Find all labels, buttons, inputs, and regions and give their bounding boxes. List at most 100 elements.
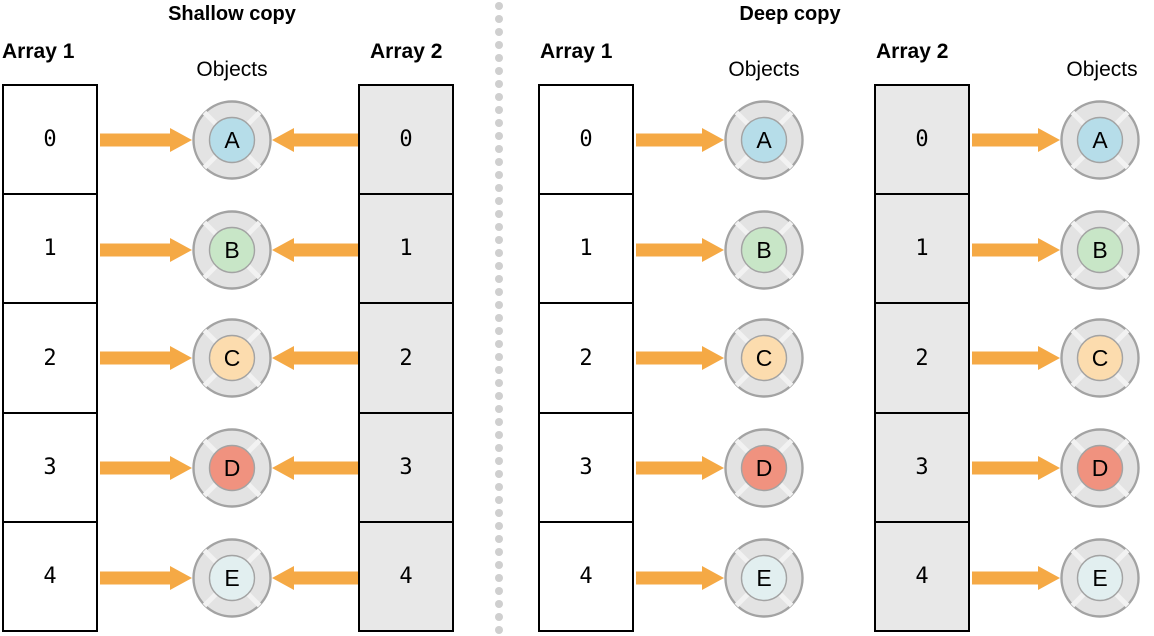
- shallow-array2-cell-1[interactable]: 1: [360, 195, 452, 305]
- shallow-object-c: C: [192, 318, 272, 398]
- deep-array1-to-object-arrow-0: [636, 120, 724, 160]
- deep-left-object-e: E: [724, 538, 804, 618]
- shallow-array1-cell-0[interactable]: 0: [4, 86, 96, 196]
- shallow-array1-to-object-arrow-0: [100, 120, 192, 160]
- shallow-array1-label: Array 1: [2, 40, 75, 63]
- shallow-array1-cell-3[interactable]: 3: [4, 414, 96, 523]
- divider-dot: [495, 41, 503, 49]
- divider-dot: [495, 392, 503, 400]
- divider-dot: [495, 457, 503, 465]
- deep-array2-to-object-arrow-2: [972, 338, 1060, 378]
- deep-left-object-b: B: [724, 210, 804, 290]
- divider-dot: [495, 67, 503, 75]
- divider-dot: [495, 574, 503, 582]
- shallow-objects-label: Objects: [196, 58, 268, 81]
- shallow-array2-to-object-arrow-0: [272, 120, 358, 160]
- shallow-array2-to-object-arrow-2: [272, 338, 358, 378]
- deep-copy-title: Deep copy: [739, 3, 841, 25]
- deep-array1-label: Array 1: [540, 40, 613, 63]
- deep-array1-cell-0[interactable]: 0: [540, 86, 632, 196]
- deep-array1-cell-3[interactable]: 3: [540, 414, 632, 523]
- deep-array2-cell-4[interactable]: 4: [915, 563, 929, 589]
- divider-dot: [495, 431, 503, 439]
- deep-array2-cell-0[interactable]: 0: [876, 86, 968, 196]
- deep-array2-cell-3[interactable]: 3: [876, 414, 968, 523]
- divider-dot: [495, 444, 503, 452]
- divider-dot: [495, 2, 503, 10]
- deep-right-object-c: C: [1060, 318, 1140, 398]
- divider-dot: [495, 522, 503, 530]
- deep-left-object-c: C: [724, 318, 804, 398]
- divider-dot: [495, 600, 503, 608]
- divider-dot: [495, 171, 503, 179]
- shallow-object-d: D: [192, 428, 272, 508]
- divider-dot: [495, 353, 503, 361]
- divider-dot: [495, 93, 503, 101]
- divider-dot: [495, 327, 503, 335]
- deep-array1-cell-1[interactable]: 1: [540, 195, 632, 305]
- divider-dot: [495, 184, 503, 192]
- shallow-array1-cell-1[interactable]: 1: [4, 195, 96, 305]
- divider-dot: [495, 275, 503, 283]
- divider-dot: [495, 80, 503, 88]
- divider-dot: [495, 288, 503, 296]
- divider-dot: [495, 119, 503, 127]
- divider-dot: [495, 587, 503, 595]
- divider-dot: [495, 496, 503, 504]
- divider-dot: [495, 314, 503, 322]
- shallow-array1-cell-4[interactable]: 4: [43, 563, 57, 589]
- divider-dot: [495, 197, 503, 205]
- shallow-array2-to-object-arrow-3: [272, 448, 358, 488]
- divider-dot: [495, 379, 503, 387]
- shallow-array1-to-object-arrow-2: [100, 338, 192, 378]
- divider-dot: [495, 418, 503, 426]
- divider-dot: [495, 132, 503, 140]
- deep-right-object-e: E: [1060, 538, 1140, 618]
- shallow-object-e: E: [192, 538, 272, 618]
- shallow-array1-to-object-arrow-4: [100, 558, 192, 598]
- shallow-array2-cell-3[interactable]: 3: [360, 414, 452, 523]
- deep-array2-to-object-arrow-4: [972, 558, 1060, 598]
- divider-dot: [495, 249, 503, 257]
- shallow-object-b: B: [192, 210, 272, 290]
- shallow-array1-cell-2[interactable]: 2: [4, 304, 96, 414]
- deep-array1-to-object-arrow-1: [636, 230, 724, 270]
- divider-dot: [495, 145, 503, 153]
- divider-dot: [495, 483, 503, 491]
- deep-objects1-label: Objects: [728, 58, 800, 81]
- shallow-array2-cell-2[interactable]: 2: [360, 304, 452, 414]
- divider-dot: [495, 535, 503, 543]
- deep-left-object-a: A: [724, 100, 804, 180]
- shallow-array2-to-object-arrow-1: [272, 230, 358, 270]
- deep-array1-to-object-arrow-2: [636, 338, 724, 378]
- deep-right-object-d: D: [1060, 428, 1140, 508]
- deep-objects2-label: Objects: [1066, 58, 1138, 81]
- deep-array2-cell-1[interactable]: 1: [876, 195, 968, 305]
- deep-right-object-b: B: [1060, 210, 1140, 290]
- shallow-array2-cell-0[interactable]: 0: [360, 86, 452, 196]
- shallow-array2-to-object-arrow-4: [272, 558, 358, 598]
- deep-array1-to-object-arrow-3: [636, 448, 724, 488]
- divider-dot: [495, 236, 503, 244]
- divider-dot: [495, 548, 503, 556]
- shallow-copy-title: Shallow copy: [168, 3, 296, 25]
- divider-dot: [495, 223, 503, 231]
- shallow-array2-cell-4[interactable]: 4: [399, 563, 413, 589]
- divider-dot: [495, 210, 503, 218]
- deep-right-object-a: A: [1060, 100, 1140, 180]
- deep-left-object-d: D: [724, 428, 804, 508]
- shallow-array1-to-object-arrow-1: [100, 230, 192, 270]
- shallow-array2-label: Array 2: [370, 40, 443, 63]
- deep-array1-cell-2[interactable]: 2: [540, 304, 632, 414]
- divider-dot: [495, 301, 503, 309]
- deep-array1-cell-4[interactable]: 4: [579, 563, 593, 589]
- deep-array2-cell-2[interactable]: 2: [876, 304, 968, 414]
- divider-dot: [495, 470, 503, 478]
- divider-dot: [495, 626, 503, 634]
- deep-array2-to-object-arrow-1: [972, 230, 1060, 270]
